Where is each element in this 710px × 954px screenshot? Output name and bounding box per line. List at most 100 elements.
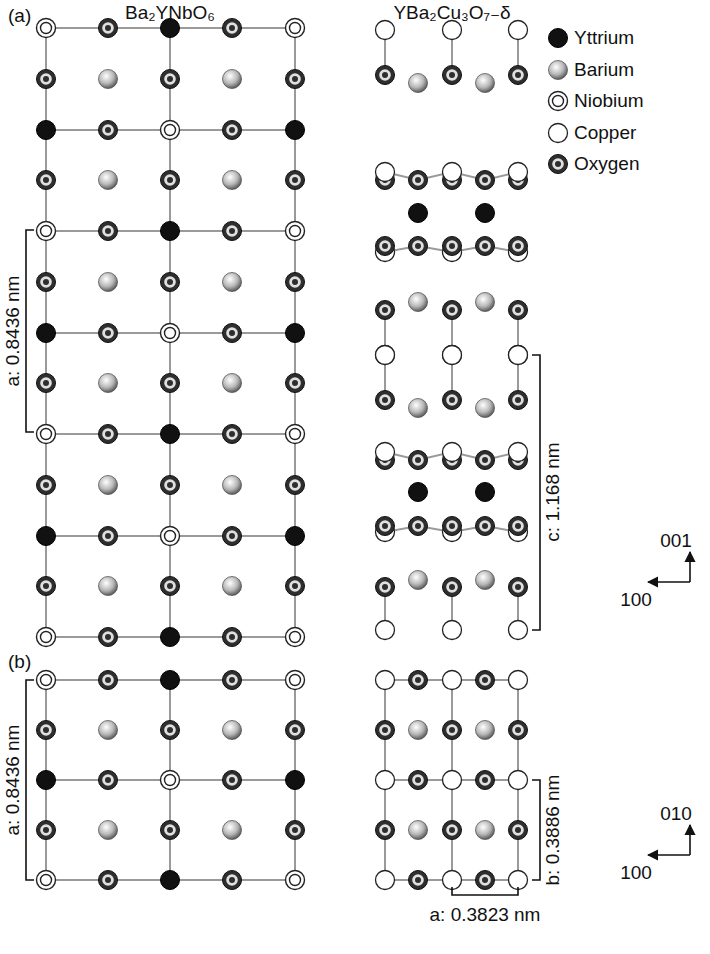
atom-symbol (549, 155, 568, 174)
atom-symbol (37, 121, 56, 140)
atom-symbol (161, 425, 180, 444)
dimension-label: a: 0.8436 nm (3, 725, 24, 836)
atom-symbol (376, 163, 395, 182)
atom-symbol (443, 671, 462, 690)
atom-symbol (223, 671, 242, 690)
atom-symbol (161, 121, 180, 140)
dimension-label: c: 1.168 nm (543, 442, 564, 541)
atom-symbol (161, 671, 180, 690)
atom-symbol (286, 19, 305, 38)
atom-symbol (509, 163, 528, 182)
atom-symbol (376, 301, 395, 320)
atom-symbol (99, 121, 118, 140)
atom-symbol (476, 293, 495, 312)
atom-symbol (509, 346, 528, 365)
atom-symbol (99, 771, 118, 790)
atom-symbol (286, 871, 305, 890)
atom-symbol (99, 721, 118, 740)
atom-symbol (37, 273, 56, 292)
atom-symbol (286, 273, 305, 292)
atom-symbol (443, 21, 462, 40)
atom-symbol (443, 721, 462, 740)
atom-symbol (37, 19, 56, 38)
axis-label: 100 (620, 863, 652, 884)
atom-symbol (99, 70, 118, 89)
atom-symbol (161, 721, 180, 740)
axis-label: 001 (660, 531, 692, 552)
atom-symbol (443, 578, 462, 597)
atom-symbol (37, 324, 56, 343)
atom-symbol (409, 671, 428, 690)
atom-symbol (99, 324, 118, 343)
atom-symbol (509, 443, 528, 462)
atom-symbol (409, 721, 428, 740)
atom-symbol (509, 21, 528, 40)
atom-symbol (223, 628, 242, 647)
atom-symbol (549, 92, 568, 111)
atom-symbol (37, 771, 56, 790)
atom-symbol (509, 517, 528, 536)
atom-symbol (443, 163, 462, 182)
atom-symbol (223, 222, 242, 241)
atom-symbol (409, 399, 428, 418)
atom-symbol (376, 721, 395, 740)
atom-symbol (286, 671, 305, 690)
atom-symbol (37, 821, 56, 840)
atom-symbol (37, 671, 56, 690)
atom-symbol (443, 391, 462, 410)
atom-symbol (476, 74, 495, 93)
dimension-label: b: 0.3886 nm (543, 775, 564, 886)
atom-symbol (37, 577, 56, 596)
atom-symbol (286, 374, 305, 393)
atom-symbol (376, 871, 395, 890)
atom-symbol (409, 237, 428, 256)
atom-symbol (509, 771, 528, 790)
atom-symbol (286, 628, 305, 647)
atom-symbol (476, 871, 495, 890)
atom-symbol (99, 476, 118, 495)
atom-symbol (509, 237, 528, 256)
atom-symbol (99, 577, 118, 596)
atom-symbol (376, 21, 395, 40)
atom-symbol (443, 301, 462, 320)
atom-symbol (99, 222, 118, 241)
atom-symbol (223, 324, 242, 343)
atom-symbol (37, 374, 56, 393)
dimension-label: a: 0.3823 nm (430, 905, 541, 926)
atom-symbol (286, 222, 305, 241)
atom-symbol (376, 621, 395, 640)
atom-symbol (37, 222, 56, 241)
atom-symbol (409, 74, 428, 93)
atom-symbol (476, 399, 495, 418)
atom-symbol (286, 476, 305, 495)
atom-symbol (286, 821, 305, 840)
atom-symbol (509, 671, 528, 690)
atom-symbol (549, 61, 568, 80)
atom-symbol (161, 476, 180, 495)
atom-symbol (509, 821, 528, 840)
atom-symbol (161, 628, 180, 647)
atom-symbol (409, 517, 428, 536)
atom-symbol (223, 527, 242, 546)
atom-symbol (443, 66, 462, 85)
atom-symbol (99, 425, 118, 444)
atom-symbol (161, 821, 180, 840)
atom-symbol (161, 374, 180, 393)
atom-symbol (376, 771, 395, 790)
atom-symbol (443, 346, 462, 365)
atom-symbol (376, 237, 395, 256)
atom-symbol (409, 293, 428, 312)
atom-symbol (376, 821, 395, 840)
atom-symbol (37, 721, 56, 740)
atom-symbol (223, 171, 242, 190)
axis-label: 100 (620, 590, 652, 611)
atom-symbol (161, 871, 180, 890)
atom-symbol (476, 451, 495, 470)
atom-symbol (223, 721, 242, 740)
atom-symbol (286, 577, 305, 596)
atom-symbol (549, 124, 568, 143)
atom-symbol (223, 771, 242, 790)
atom-symbol (37, 476, 56, 495)
legend-label: Copper (574, 123, 636, 144)
atom-symbol (37, 425, 56, 444)
